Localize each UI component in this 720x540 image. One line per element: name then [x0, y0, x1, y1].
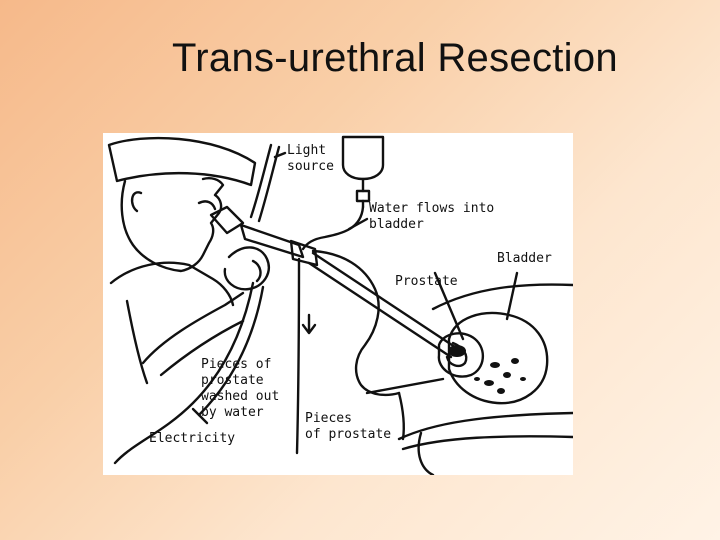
label-pieces-washed: Pieces of prostate washed out by water — [201, 357, 280, 420]
outflow-tube — [295, 257, 301, 455]
surgeon-gown — [109, 261, 235, 307]
label-electricity: Electricity — [149, 431, 236, 446]
water-tube — [301, 205, 365, 251]
eyepiece — [209, 205, 245, 235]
label-bladder: Bladder — [497, 251, 552, 266]
patient-body — [311, 249, 401, 397]
resectoscope-shaft — [311, 251, 457, 349]
prostate-pieces — [448, 345, 526, 394]
turp-illustration — [107, 135, 573, 475]
surgeon-ear — [130, 191, 143, 213]
turp-diagram: Light source Water flows into bladder Bl… — [103, 133, 573, 475]
electricity-cable — [113, 281, 255, 465]
surgeon-arm — [141, 291, 245, 365]
label-water-flows: Water flows into bladder — [369, 201, 495, 232]
surgeon-cap — [107, 136, 257, 187]
label-pieces-of-prostate: Pieces of prostate — [305, 411, 392, 442]
label-prostate: Prostate — [395, 274, 458, 289]
light-cable — [249, 143, 273, 219]
resectoscope-body — [239, 223, 305, 259]
slide-title: Trans-urethral Resection — [172, 36, 618, 80]
label-light-source: Light source — [287, 143, 334, 174]
water-bag — [341, 135, 385, 181]
surgeon-hand — [223, 246, 270, 291]
bladder — [447, 311, 549, 405]
prostate — [437, 332, 484, 378]
surgeon-face — [120, 177, 225, 273]
